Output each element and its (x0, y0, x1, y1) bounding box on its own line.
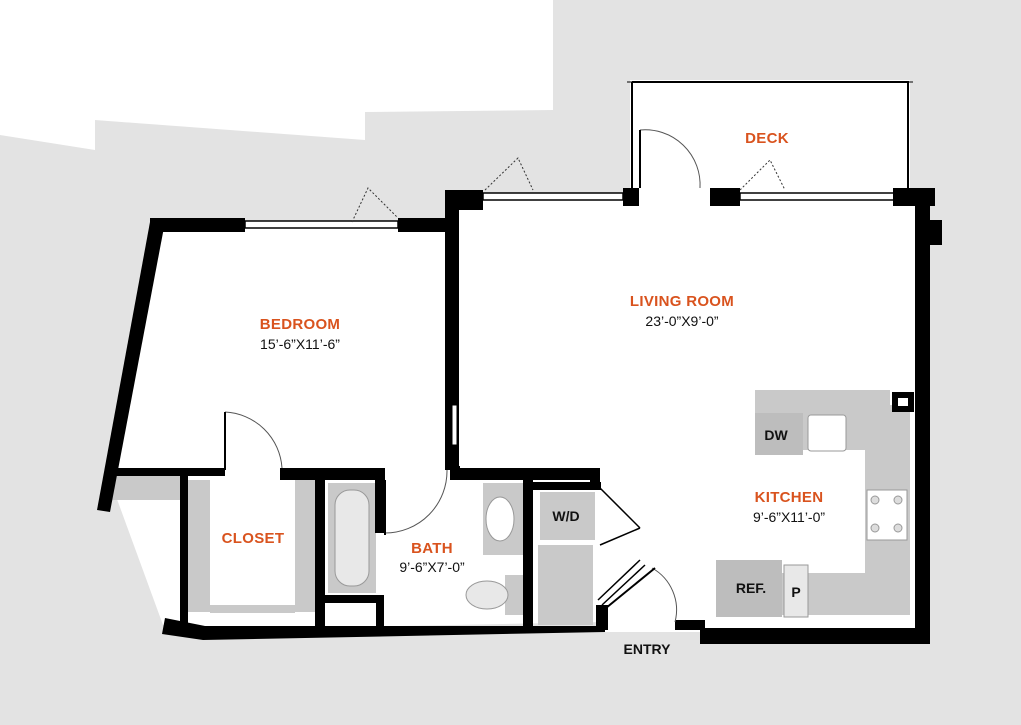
laundry-bifold-door (599, 487, 641, 546)
bath-label: BATH (411, 540, 453, 557)
deck-label: DECK (745, 130, 789, 147)
deck-door-swing (639, 129, 701, 189)
bath-door-swing (384, 469, 448, 534)
pantry (783, 564, 809, 618)
closet-label: CLOSET (222, 530, 285, 547)
living-window-swing (484, 157, 534, 191)
laundry-shelf (538, 545, 593, 625)
living-room-dims: 23’-0”X9’-0” (645, 313, 718, 329)
closet-shelf-right (295, 480, 315, 612)
deck-area (630, 80, 910, 196)
kitchen-dims: 9’-6”X11’-0” (753, 509, 825, 525)
bedroom-dims: 15’-6”X11’-6” (260, 336, 340, 352)
pantry-label: P (791, 584, 800, 600)
washer-dryer-label: W/D (552, 508, 579, 524)
dishwasher (755, 413, 803, 455)
bath-dims: 9’-6”X7’-0” (399, 559, 465, 575)
closet-shelf (188, 480, 210, 612)
closet-door-swing (224, 411, 283, 469)
toilet-tank (505, 575, 525, 615)
entry-label: ENTRY (624, 641, 672, 657)
bedroom-window-swing (351, 187, 399, 223)
walls (97, 188, 942, 644)
bedroom-label: BEDROOM (260, 316, 340, 333)
dishwasher-label: DW (764, 427, 788, 443)
deck-window-swing (739, 159, 786, 191)
refrigerator-label: REF. (736, 580, 766, 596)
entry-door-swing (651, 567, 678, 623)
kitchen-sink (807, 414, 847, 452)
kitchen-label: KITCHEN (755, 489, 824, 506)
refrigerator (716, 560, 782, 617)
toilet (465, 580, 509, 610)
washer-dryer (540, 492, 595, 540)
doors (224, 129, 786, 623)
living-room-label: LIVING ROOM (630, 293, 734, 310)
fixtures-layer (110, 390, 910, 625)
labels: DECK LIVING ROOM 23’-0”X9’-0” BEDROOM 15… (222, 130, 826, 657)
